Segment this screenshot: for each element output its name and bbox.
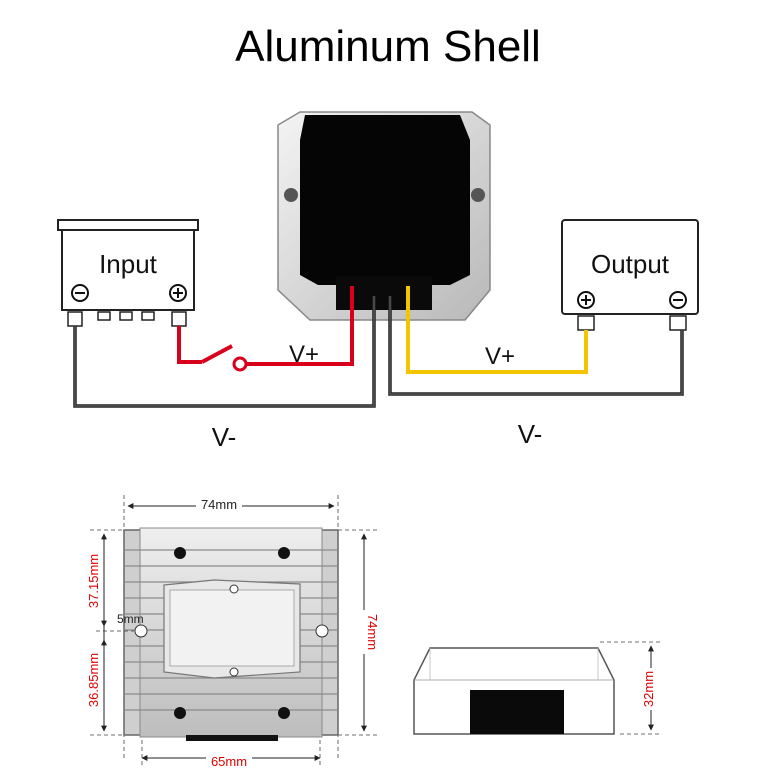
input-positive-wire: [177, 326, 202, 364]
top-view-drawing: 74mm 65mm 74mm 37.15mm 5mm 36.85mm: [86, 495, 380, 769]
page-title: Aluminum Shell: [235, 22, 541, 71]
input-negative-label: V-: [212, 422, 237, 452]
plus-icon: [577, 291, 595, 309]
output-positive-label: V+: [485, 343, 515, 370]
dim-upper-left: 37.15mm: [86, 554, 101, 608]
dim-side-height: 32mm: [641, 671, 656, 707]
dim-right-height: 74mm: [365, 614, 380, 650]
switch-lever: [201, 344, 233, 364]
input-positive-label: V+: [289, 341, 319, 368]
minus-icon: [669, 291, 687, 309]
dim-lower-left: 36.85mm: [86, 653, 101, 707]
input-label: Input: [99, 249, 158, 279]
dim-bottom-width: 65mm: [211, 754, 247, 769]
converter-module: [277, 111, 491, 321]
dim-hole: 5mm: [117, 612, 144, 626]
plus-icon: [169, 284, 187, 302]
input-terminal-box: Input: [57, 219, 199, 327]
dim-top-width: 74mm: [201, 497, 237, 512]
output-label: Output: [591, 249, 670, 279]
output-negative-label: V-: [518, 419, 543, 449]
switch-contact: [232, 356, 248, 372]
wires: [73, 286, 684, 408]
output-positive-wire: [406, 296, 588, 374]
minus-icon: [71, 284, 89, 302]
output-terminal-box: Output: [561, 219, 699, 331]
side-view-drawing: 32mm: [413, 641, 660, 735]
